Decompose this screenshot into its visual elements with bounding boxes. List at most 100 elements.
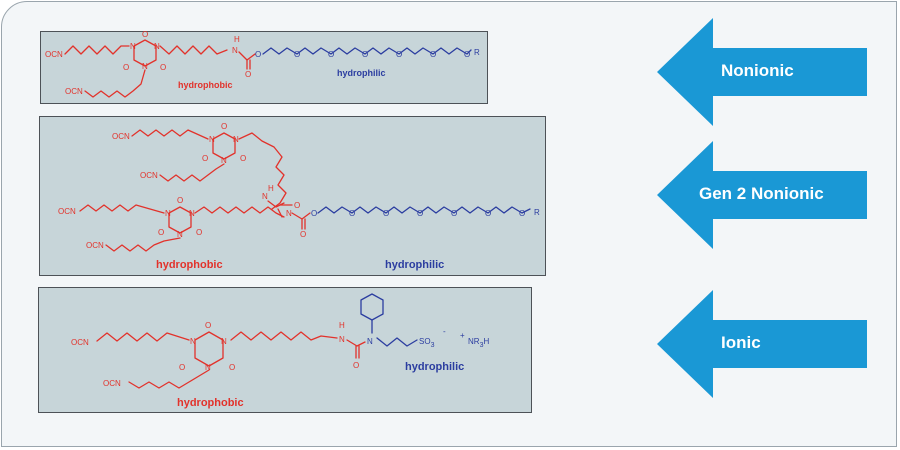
atom-o: O <box>300 230 306 239</box>
isocyanurate-ring <box>212 132 236 160</box>
hexamethylene-chain <box>159 163 225 182</box>
cyclohexyl-ring <box>360 293 384 321</box>
isocyanurate-ring <box>168 206 192 234</box>
urea-link <box>346 339 366 347</box>
positive-charge: + <box>460 331 465 340</box>
left-arrow-icon <box>657 141 867 249</box>
atom-h: H <box>268 184 274 193</box>
atom-o: O <box>179 363 185 372</box>
end-group-ocn: OCN <box>58 207 76 216</box>
hexamethylene-chain <box>84 69 146 98</box>
hexamethylene-chain <box>96 332 190 342</box>
arrow-label-ionic: Ionic <box>721 333 761 352</box>
atom-o: O <box>311 209 317 218</box>
atom-o: O <box>328 50 334 59</box>
end-group-ocn: OCN <box>45 50 63 59</box>
nonionic-structure-panel: OCN N N N O O O H N O O O O O O O O R OC… <box>40 30 488 104</box>
atom-n: N <box>339 335 345 344</box>
peg-chain <box>317 206 531 214</box>
atom-o: O <box>353 361 359 370</box>
atom-r: R <box>534 208 540 217</box>
atom-n: N <box>262 192 268 201</box>
counterion: NR3H <box>468 337 489 349</box>
ionic-arrow: Ionic <box>657 290 869 398</box>
hexamethylene-chain <box>64 45 130 55</box>
left-arrow-icon <box>657 18 867 126</box>
hydrophobic-label: hydrophobic <box>156 259 223 271</box>
atom-n: N <box>209 135 215 144</box>
atom-o: O <box>196 228 202 237</box>
atom-o: O <box>519 209 525 218</box>
atom-o: O <box>464 50 470 59</box>
atom-n: N <box>286 209 292 218</box>
gen2-nonionic-arrow: Gen 2 Nonionic <box>657 141 869 249</box>
atom-o: O <box>240 154 246 163</box>
propyl-chain <box>376 337 418 347</box>
gen2-nonionic-structure-panel: OCN N N N O O O OCN H N O OCN N N N O O … <box>39 116 546 276</box>
atom-o: O <box>383 209 389 218</box>
atom-o: O <box>229 363 235 372</box>
hydrophobic-label: hydrophobic <box>177 397 244 409</box>
hydrophilic-label: hydrophilic <box>385 259 444 271</box>
isocyanurate-ring <box>194 331 224 367</box>
atom-n: N <box>221 156 227 165</box>
end-group-ocn: OCN <box>86 241 104 250</box>
atom-n: N <box>154 42 160 51</box>
atom-o: O <box>142 30 148 39</box>
hexamethylene-chain <box>128 369 210 389</box>
ionic-structure: OCN N N N O O O OCN H N O N SO3 - + NR3H… <box>71 293 489 409</box>
end-group-ocn: OCN <box>103 379 121 388</box>
atom-o: O <box>396 50 402 59</box>
hydrophilic-label: hydrophilic <box>337 68 386 78</box>
hydrophilic-label: hydrophilic <box>405 361 464 373</box>
atom-o: O <box>485 209 491 218</box>
atom-r: R <box>474 48 480 57</box>
hydrophobic-label: hydrophobic <box>178 80 233 90</box>
atom-o: O <box>158 228 164 237</box>
hexamethylene-chain <box>194 206 285 218</box>
atom-o: O <box>255 50 261 59</box>
gen2-nonionic-structure: OCN N N N O O O OCN H N O OCN N N N O O … <box>58 122 540 271</box>
atom-o: O <box>221 122 227 131</box>
atom-o: O <box>177 196 183 205</box>
atom-n: N <box>190 337 196 346</box>
nonionic-structure: OCN N N N O O O H N O O O O O O O O R OC… <box>45 30 480 98</box>
atom-n: N <box>177 230 183 239</box>
carbamate-link <box>238 51 256 61</box>
atom-o: O <box>451 209 457 218</box>
atom-o: O <box>430 50 436 59</box>
atom-o: O <box>205 321 211 330</box>
atom-o: O <box>294 201 300 210</box>
atom-o: O <box>202 154 208 163</box>
peg-chain <box>262 47 472 55</box>
hexamethylene-chain <box>105 237 181 252</box>
atom-n: N <box>130 42 136 51</box>
atom-n: N <box>221 337 227 346</box>
end-group-ocn: OCN <box>140 171 158 180</box>
atom-o: O <box>294 50 300 59</box>
ionic-structure-panel: OCN N N N O O O OCN H N O N SO3 - + NR3H… <box>38 287 532 413</box>
atom-n: N <box>205 363 211 372</box>
hexamethylene-chain <box>79 204 165 214</box>
end-group-ocn: OCN <box>65 87 83 96</box>
end-group-ocn: OCN <box>112 132 130 141</box>
urea-link <box>267 200 285 208</box>
sulfonate-group: SO3 <box>419 337 435 349</box>
atom-n: N <box>367 337 373 346</box>
atom-n: N <box>233 135 239 144</box>
arrow-label-nonionic: Nonionic <box>721 61 794 80</box>
hexamethylene-chain <box>131 129 209 140</box>
atom-o: O <box>245 70 251 79</box>
nonionic-arrow: Nonionic <box>657 18 869 126</box>
atom-o: O <box>417 209 423 218</box>
isocyanurate-ring <box>133 39 157 67</box>
arrow-label-gen2-nonionic: Gen 2 Nonionic <box>699 184 824 203</box>
atom-o: O <box>160 63 166 72</box>
atom-o: O <box>362 50 368 59</box>
atom-n: N <box>142 62 148 71</box>
hexamethylene-chain <box>230 331 338 341</box>
end-group-ocn: OCN <box>71 338 89 347</box>
atom-n: N <box>189 209 195 218</box>
hexamethylene-chain <box>238 132 287 210</box>
atom-h: H <box>339 321 345 330</box>
